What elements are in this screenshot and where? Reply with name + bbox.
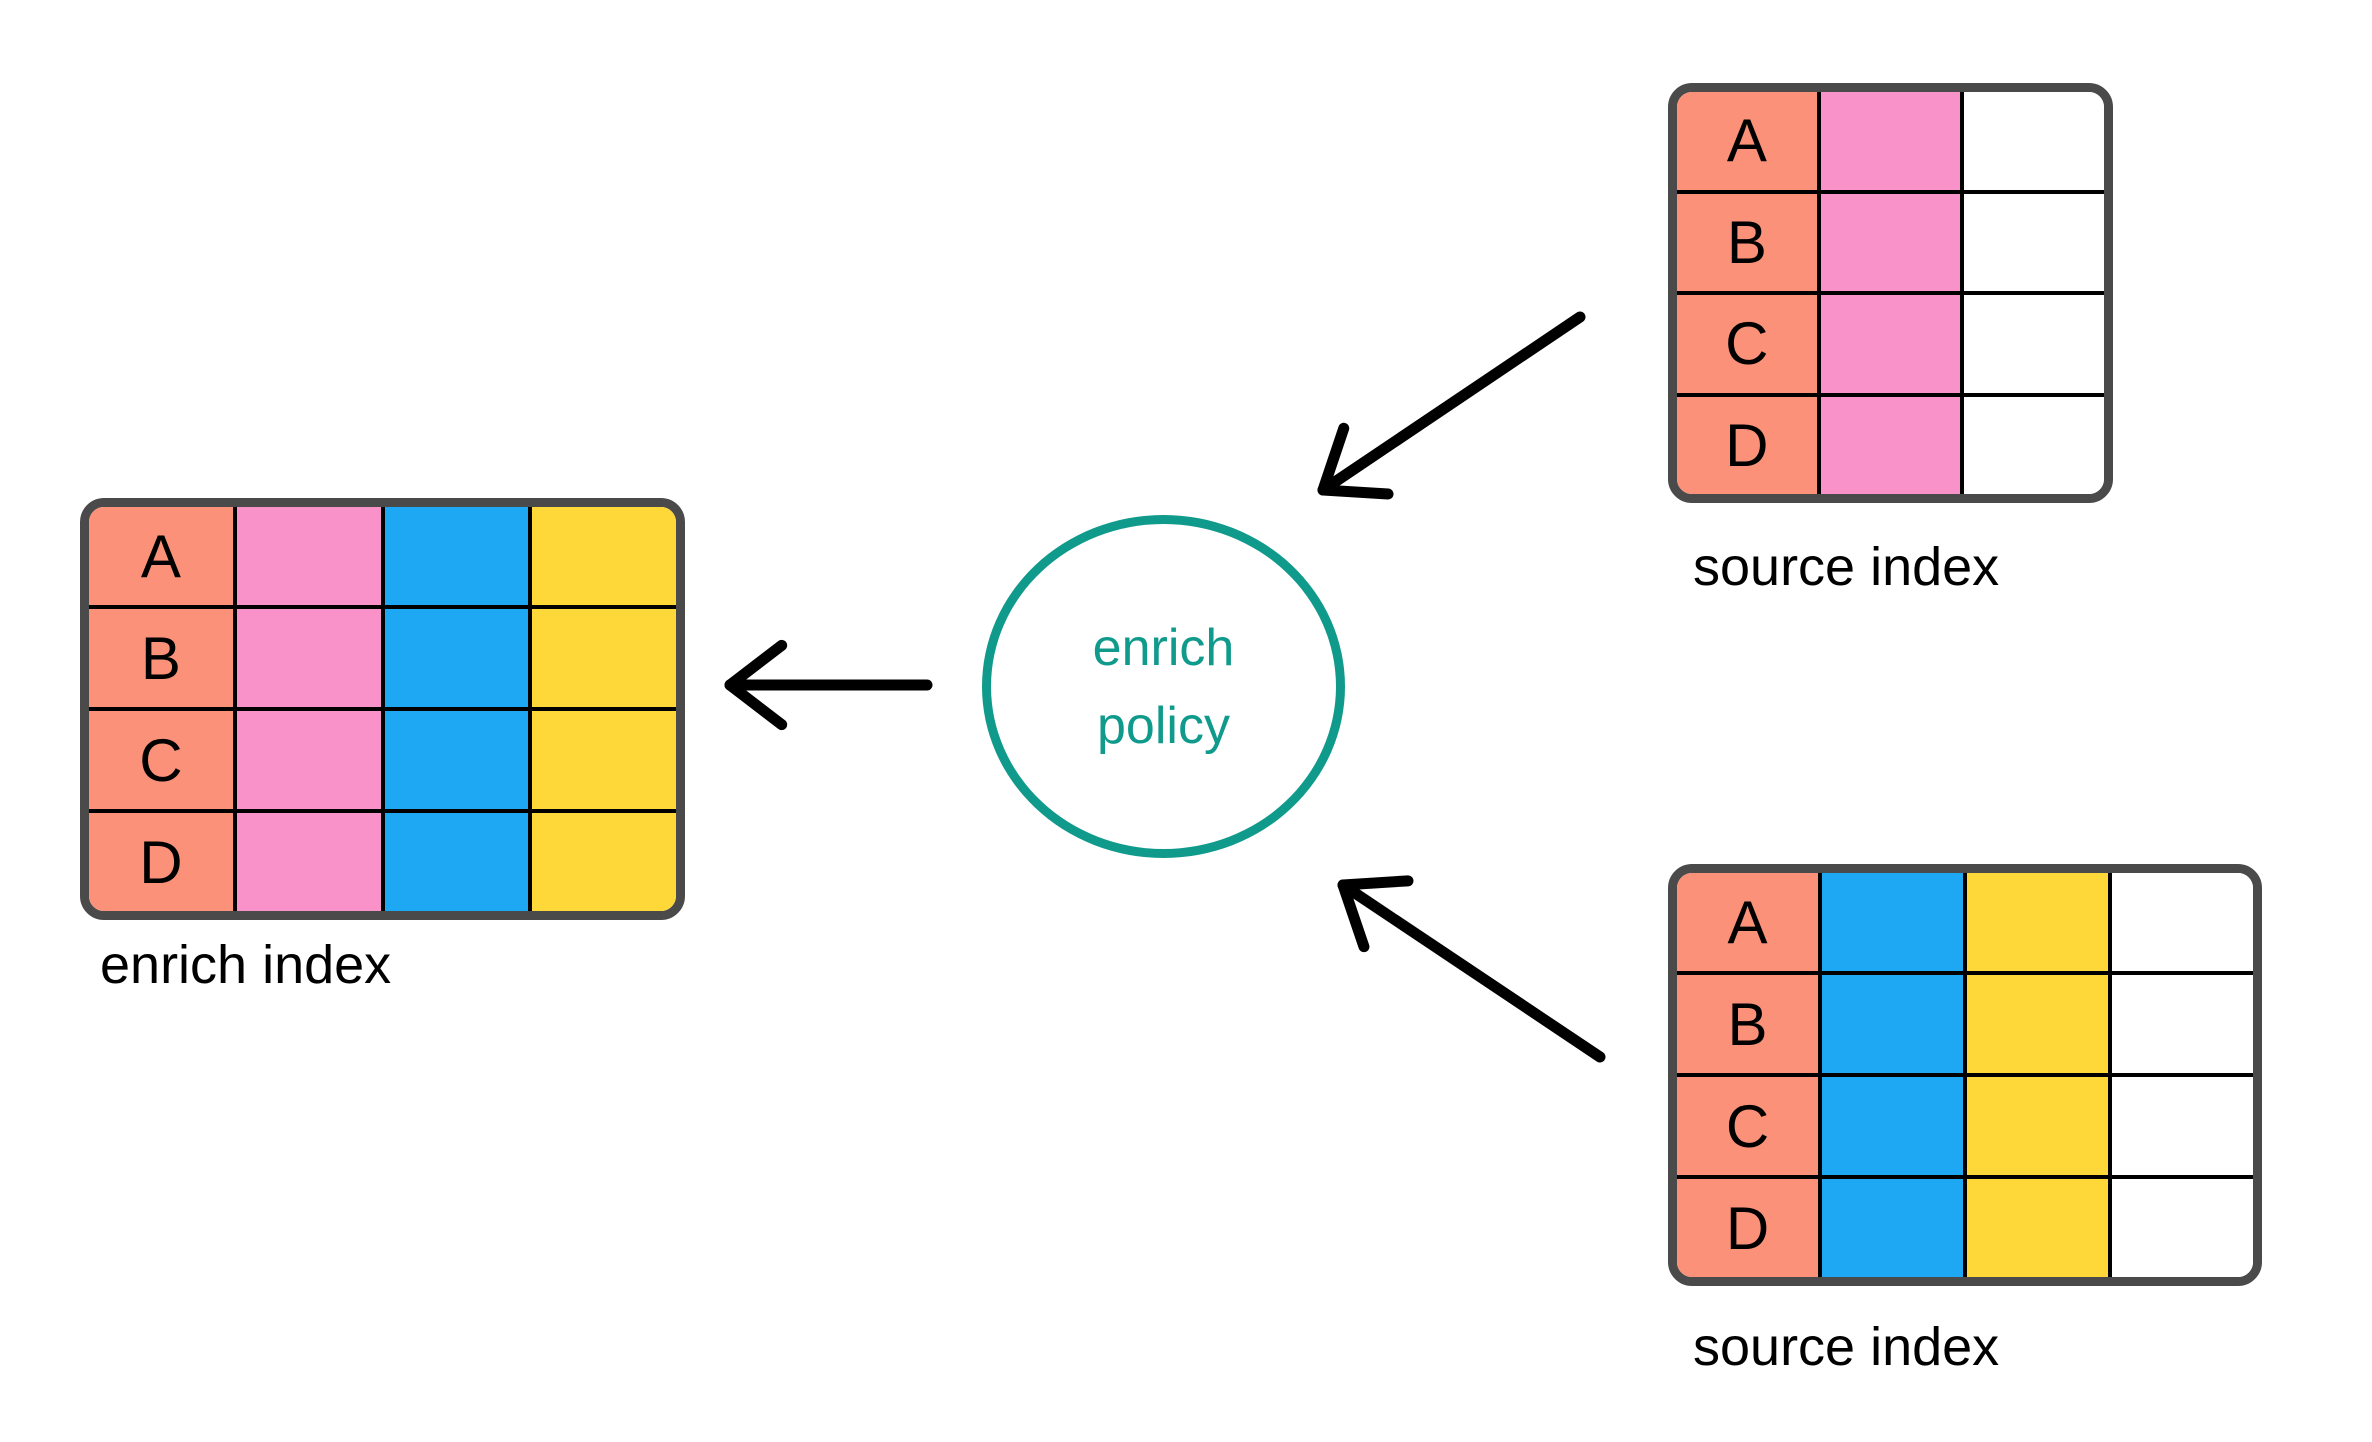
table-cell xyxy=(1967,1073,2108,1175)
row-label-c: C xyxy=(1677,1073,1818,1175)
table-cell xyxy=(384,605,529,707)
row-label-c: C xyxy=(89,707,233,809)
enrich-index-yellow-column xyxy=(528,507,676,911)
row-label-d: D xyxy=(1677,1175,1818,1277)
source-index-bottom-label: source index xyxy=(1693,1317,2000,1377)
table-cell xyxy=(1967,971,2108,1073)
enrich-index-key-column: A B C D xyxy=(89,507,233,911)
source-bottom-yellow-column xyxy=(1963,873,2108,1277)
row-label-b: B xyxy=(89,605,233,707)
row-label-a: A xyxy=(1726,107,1767,175)
table-cell xyxy=(384,809,529,911)
row-label-a: A xyxy=(1727,888,1768,956)
table-cell xyxy=(532,605,676,707)
source-index-top-label: source index xyxy=(1693,537,2000,597)
table-cell xyxy=(1822,1073,1963,1175)
table-cell xyxy=(236,707,381,809)
source-index-table-top: A B C D xyxy=(1668,83,2113,503)
table-cell xyxy=(1822,971,1963,1073)
row-label-d: D xyxy=(89,809,233,911)
table-cell xyxy=(236,809,381,911)
table-cell xyxy=(1820,392,1961,495)
enrich-policy-label-line1: enrich xyxy=(1092,618,1235,677)
enrich-policy-label: enrich policy xyxy=(1093,609,1235,765)
source-top-pink-column xyxy=(1816,92,1961,495)
row-label-a: A xyxy=(140,522,181,590)
source-bottom-blue-column xyxy=(1818,873,1963,1277)
table-cell xyxy=(1822,1175,1963,1277)
row-label-c: C xyxy=(1677,291,1817,393)
table-cell xyxy=(1820,189,1961,292)
table-cell xyxy=(384,707,529,809)
enrich-index-pink-column xyxy=(232,507,381,911)
table-cell xyxy=(1964,392,2104,495)
enrich-policy-label-line2: policy xyxy=(1097,696,1230,755)
arrow-source-bottom-to-policy xyxy=(1337,875,1606,1063)
table-cell xyxy=(532,707,676,809)
row-label-b: B xyxy=(1677,189,1817,292)
table-cell xyxy=(1967,1175,2108,1277)
source-top-white-column xyxy=(1960,92,2104,494)
arrow-source-top-to-policy xyxy=(1317,311,1586,500)
source-bottom-key-column: A B C D xyxy=(1677,873,1818,1277)
source-top-key-column: A B C D xyxy=(1677,92,1817,494)
source-index-table-bottom: A B C D xyxy=(1668,864,2262,1286)
table-cell xyxy=(236,605,381,707)
table-cell xyxy=(1964,291,2104,393)
enrich-index-blue-column xyxy=(380,507,529,911)
table-cell xyxy=(2112,971,2253,1073)
table-cell xyxy=(1964,189,2104,292)
table-cell xyxy=(2112,1175,2253,1277)
row-label-b: B xyxy=(1677,971,1818,1073)
table-cell xyxy=(532,809,676,911)
enrich-index-table: A B C D xyxy=(80,498,685,920)
table-cell xyxy=(2112,1073,2253,1175)
source-bottom-white-column xyxy=(2108,873,2253,1277)
enrich-index-label: enrich index xyxy=(100,935,392,995)
enrich-policy-circle: enrich policy xyxy=(982,515,1345,858)
row-label-d: D xyxy=(1677,392,1817,495)
table-cell xyxy=(1820,291,1961,393)
